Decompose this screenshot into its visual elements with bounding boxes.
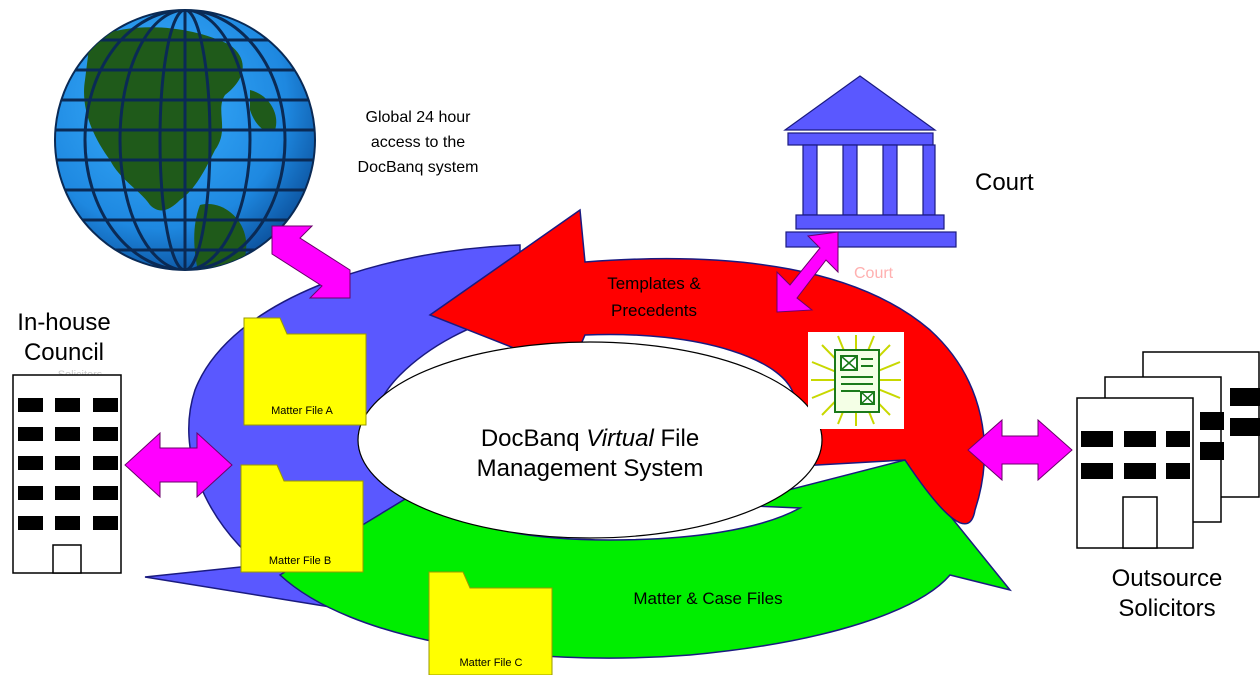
court-label: Court [975,169,1034,196]
outsource-label-line1: Outsource [1112,565,1223,592]
globe-caption-line1: Global 24 hour [366,109,472,126]
inhouse-label-line1: In-house [17,309,110,336]
globe-caption-line2: access to the [371,134,465,151]
folder-a-label: Matter File A [271,405,333,417]
outsource-label-line2: Solicitors [1118,595,1215,622]
outsource-buildings-icon [1076,351,1260,549]
center-title-line2: Management System [477,455,704,482]
inhouse-building-icon [12,374,122,574]
folder-c-label: Matter File C [460,657,523,669]
folder-icon [240,464,364,573]
red-cycle-arrow [428,208,986,525]
connector-court [776,231,839,313]
center-title-line1: DocBanq Virtual File [481,425,699,452]
matter-case-label: Matter & Case Files [633,589,782,608]
folder-icon [243,317,367,426]
globe-caption-line3: DocBanq system [358,159,479,176]
folder-b-label: Matter File B [269,555,331,567]
court-building-icon [783,75,957,248]
connector-outsource [967,418,1073,482]
globe-icon [54,9,316,271]
folder-icon [428,571,553,675]
inhouse-label-line2: Council [24,339,104,366]
folder-matter-c[interactable]: Matter File C [428,571,553,675]
court-faint-label: Court [854,265,894,282]
connector-inhouse [124,431,233,499]
document-icon [808,332,904,429]
templates-label-line2: Precedents [611,301,697,320]
folder-matter-b[interactable]: Matter File B [240,464,364,573]
folder-matter-a[interactable]: Matter File A [243,317,367,426]
center-hub [357,341,823,539]
templates-label-line1: Templates & [607,274,701,293]
connector-globe [271,225,351,299]
